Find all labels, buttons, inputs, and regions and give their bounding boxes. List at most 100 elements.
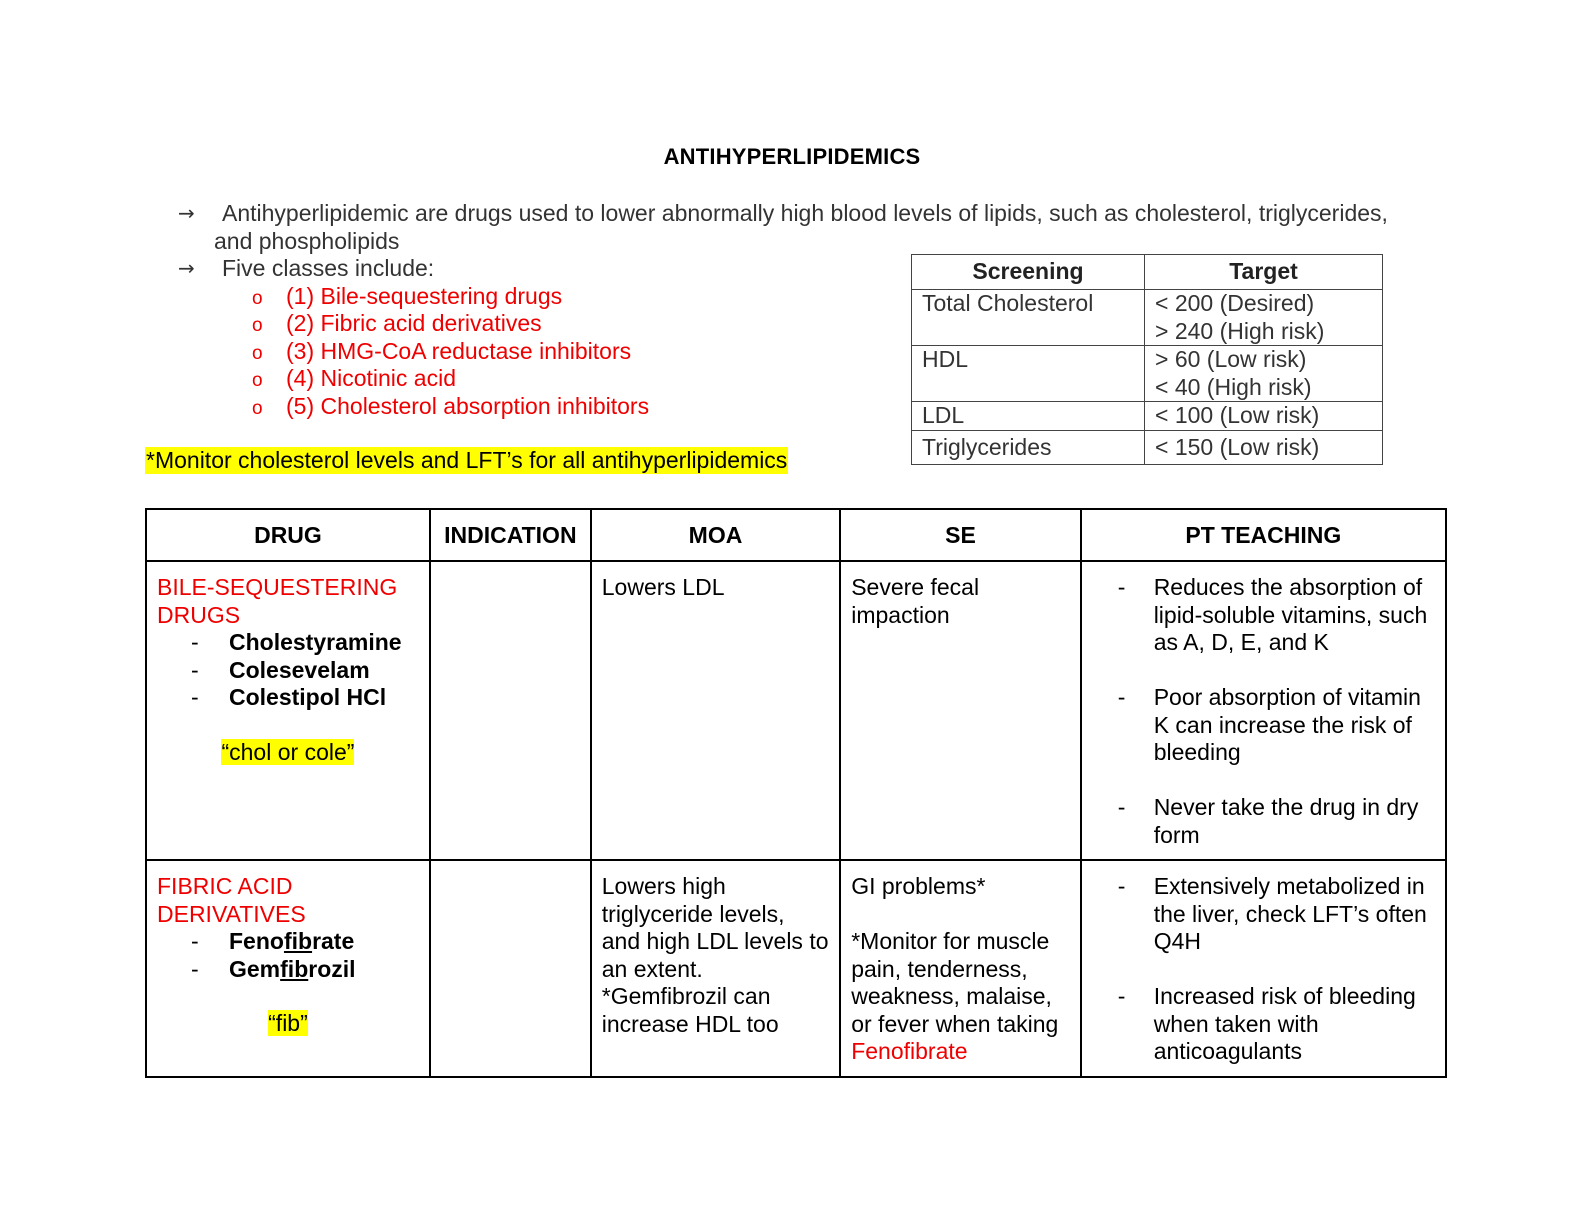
circle-bullet-icon: o xyxy=(252,370,263,391)
arrow-icon: → xyxy=(178,256,195,280)
dash-bullet: - xyxy=(1117,794,1126,820)
list-item: - Never take the drug in dry form xyxy=(1082,794,1435,849)
column-header-screening: Screening xyxy=(911,254,1145,290)
teaching-cell: - Extensively metabolized in the liver, c… xyxy=(1079,859,1448,1078)
drug-name: Fenofibrate xyxy=(229,928,355,954)
table-row: FIBRIC ACID DERIVATIVES - Fenofibrate - Ge… xyxy=(145,859,1448,1078)
target-value: > 60 (Low risk) xyxy=(1155,346,1307,372)
se-text: GI problems* xyxy=(851,873,986,899)
mnemonic: “fib” xyxy=(157,1010,419,1038)
drug-list: - Cholestyramine - Colesevelam -Colestipol… xyxy=(157,629,419,712)
column-header-indication: INDICATION xyxy=(428,508,592,562)
se-cell: Severe fecal impaction xyxy=(839,560,1082,861)
indication-cell xyxy=(428,859,592,1078)
target-cell: < 200 (Desired) > 240 (High risk) xyxy=(1144,289,1383,346)
dash-bullet: - xyxy=(1117,684,1126,710)
table-row: HDL > 60 (Low risk) < 40 (High risk) xyxy=(911,345,1383,402)
dash-bullet: - xyxy=(1117,574,1126,600)
teaching-cell: - Reduces the absorption of lipid-soluble… xyxy=(1079,560,1448,861)
table-header-row: DRUG INDICATION MOA SE PT TEACHING xyxy=(145,508,1448,562)
table-header-row: Screening Target xyxy=(911,254,1383,290)
list-item: o (3) HMG-CoA reductase inhibitors xyxy=(252,338,1448,366)
monitor-note: *Monitor cholesterol levels and LFT’s fo… xyxy=(145,447,789,474)
column-header-pt-teaching: PT TEACHING xyxy=(1079,508,1448,562)
circle-bullet-icon: o xyxy=(252,287,263,309)
table-row: Total Cholesterol < 200 (Desired) > 240 … xyxy=(911,289,1383,346)
mnemonic: “chol or cole” xyxy=(157,738,419,767)
list-item: o (1) Bile-sequestering drugs xyxy=(252,283,1448,311)
dash-bullet: - xyxy=(1117,873,1126,899)
moa-cell: Lowers LDL xyxy=(589,560,842,861)
circle-bullet-icon: o xyxy=(252,342,263,364)
definition-line: → Antihyperlipidemic are drugs used to l… xyxy=(178,200,1448,228)
column-header-target: Target xyxy=(1144,254,1383,290)
se-cell: GI problems* *Monitor for muscle pain, t… xyxy=(839,859,1082,1078)
se-text: *Monitor for muscle pain, tenderness, we… xyxy=(851,928,1059,1064)
list-item: - Fenofibrate xyxy=(191,928,419,956)
column-header-moa: MOA xyxy=(589,508,842,562)
target-cell: < 150 (Low risk) xyxy=(1144,429,1383,465)
drug-class-name: FIBRIC ACID DERIVATIVES xyxy=(157,873,306,927)
dash-bullet: - xyxy=(191,684,199,710)
teaching-list: - Extensively metabolized in the liver, c… xyxy=(1082,873,1435,1066)
list-item: - Cholestyramine xyxy=(191,629,419,657)
dash-bullet: - xyxy=(191,656,199,683)
teaching-text: Reduces the absorption of lipid-soluble … xyxy=(1153,574,1428,655)
dash-bullet: - xyxy=(191,955,199,982)
classes-heading-line: → Five classes include: xyxy=(178,255,1448,283)
list-item: -Poor absorption of vitamin K can increa… xyxy=(1082,684,1435,767)
definition-continued: and phospholipids xyxy=(214,227,400,254)
moa-cell: Lowers high triglyceride levels, and hig… xyxy=(589,859,842,1078)
target-value: > 240 (High risk) xyxy=(1155,317,1325,344)
teaching-text: Extensively metabolized in the liver, ch… xyxy=(1153,873,1427,954)
column-header-drug: DRUG xyxy=(145,508,431,562)
list-item: o (2) Fibric acid derivatives xyxy=(252,310,1448,338)
classes-heading: Five classes include: xyxy=(222,255,435,281)
drug-list: - Fenofibrate - Gemfibrozil xyxy=(157,928,419,983)
target-value: < 200 (Desired) xyxy=(1155,290,1315,316)
table-row: Triglycerides < 150 (Low risk) xyxy=(911,429,1383,465)
circle-bullet-icon: o xyxy=(252,315,263,336)
class-label: (1) Bile-sequestering drugs xyxy=(286,282,563,309)
list-item: -Colestipol HCl xyxy=(191,684,419,712)
screening-cell: Triglycerides xyxy=(911,429,1145,465)
drug-name: Colesevelam xyxy=(229,656,370,683)
target-value: < 100 (Low risk) xyxy=(1155,402,1320,428)
class-label: (2) Fibric acid derivatives xyxy=(286,310,542,336)
definition-text: Antihyperlipidemic are drugs used to low… xyxy=(222,200,1388,226)
mnemonic-highlight: “chol or cole” xyxy=(221,738,355,765)
target-cell: < 100 (Low risk) xyxy=(1144,401,1383,431)
class-label: (3) HMG-CoA reductase inhibitors xyxy=(286,337,632,364)
page-title: ANTIHYPERLIPIDEMICS xyxy=(663,144,921,169)
dash-bullet: - xyxy=(191,629,199,655)
screening-cell: LDL xyxy=(911,401,1145,431)
arrow-icon: → xyxy=(178,201,195,225)
dash-bullet: - xyxy=(191,928,199,954)
teaching-text: Never take the drug in dry form xyxy=(1153,794,1419,848)
indication-cell xyxy=(428,560,592,861)
table-row: LDL < 100 (Low risk) xyxy=(911,401,1383,431)
drug-name: Cholestyramine xyxy=(229,629,402,655)
list-item: - Reduces the absorption of lipid-soluble… xyxy=(1082,574,1435,657)
screening-cell: HDL xyxy=(911,345,1145,402)
drug-cell: BILE-SEQUESTERING DRUGS - Cholestyramine … xyxy=(145,560,431,861)
screening-table: Screening Target Total Cholesterol < 200… xyxy=(911,254,1383,465)
list-item: - Colesevelam xyxy=(191,657,419,685)
teaching-text: Increased risk of bleeding when taken wi… xyxy=(1153,983,1416,1064)
screening-cell: Total Cholesterol xyxy=(911,289,1145,346)
target-value: < 150 (Low risk) xyxy=(1155,433,1320,460)
list-item: o(4) Nicotinic acid xyxy=(252,365,1448,393)
list-item: - Extensively metabolized in the liver, c… xyxy=(1082,873,1435,956)
mnemonic-highlight: “fib” xyxy=(268,1010,308,1036)
column-header-se: SE xyxy=(839,508,1082,562)
list-item: - Gemfibrozil xyxy=(191,956,419,984)
table-row: BILE-SEQUESTERING DRUGS - Cholestyramine … xyxy=(145,560,1448,861)
drug-name: Gemfibrozil xyxy=(229,955,356,982)
target-cell: > 60 (Low risk) < 40 (High risk) xyxy=(1144,345,1383,402)
list-item: o(5) Cholesterol absorption inhibitors xyxy=(252,393,1448,421)
drug-table: DRUG INDICATION MOA SE PT TEACHING BILE-… xyxy=(145,508,1448,1078)
drug-class-name: BILE-SEQUESTERING DRUGS xyxy=(157,574,398,628)
circle-bullet-icon: o xyxy=(252,397,263,419)
drug-name-highlight: Fenofibrate xyxy=(851,1038,968,1064)
list-item: -Increased risk of bleeding when taken w… xyxy=(1082,983,1435,1066)
